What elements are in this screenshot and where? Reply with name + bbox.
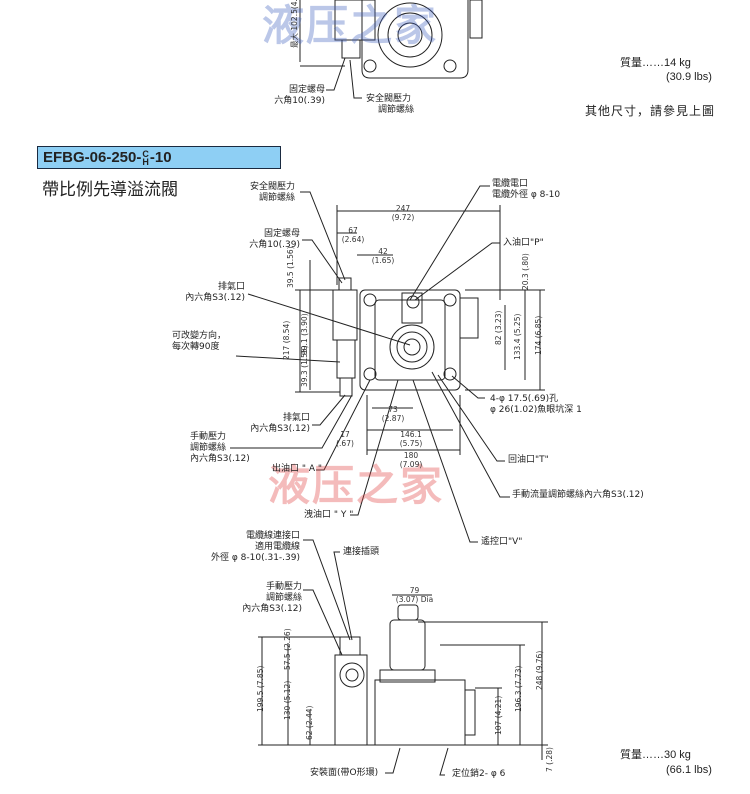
dim-133-4: 133.4 (5.25) (513, 313, 522, 360)
dim-199-5: 199.5 (7.85) (256, 665, 265, 712)
safety-label: 安全閥壓力調節螺絲 (366, 94, 415, 115)
dim-max: 最大 102.5(4.04) (290, 0, 299, 48)
nut-label: 固定螺母六角10(.39) (274, 85, 325, 106)
other-dims-note: 其他尺寸，請參見上圖 (585, 104, 716, 118)
dim-20-3: 20.3 (.80) (521, 253, 530, 290)
dim-62: 62 (2.44) (305, 705, 314, 740)
dim-42: 42(1.65) (371, 247, 395, 265)
mass-lbs: (30.9 lbs) (666, 71, 712, 83)
dim-196-3: 196.3 (7.73) (514, 665, 523, 712)
dim-107: 107 (4.21) (494, 695, 503, 735)
side-view (258, 539, 548, 776)
label-safety: 安全閥壓力調節螺絲 (249, 182, 295, 203)
dim-180: 180(7.09) (399, 451, 423, 469)
label-cable-conn: 電纜線連接口適用電纜線外徑 φ 8-10(.31-.39) (211, 531, 300, 563)
dim-174: 174 (6.85) (534, 315, 543, 355)
label-manual-side: 手動壓力調節螺絲內六角S3(.12) (242, 582, 302, 614)
label-nut: 固定螺母六角10(.39) (249, 229, 300, 250)
label-plug: 連接插頭 (343, 547, 380, 557)
dim-67: 67(2.64) (341, 226, 365, 244)
label-vent: 排氣口內六角S3(.12) (185, 282, 245, 303)
dim-57-5: 57.5 (2.26) (283, 628, 292, 670)
watermark: 液压之家 (268, 461, 445, 510)
label-rotate: 可改變方向，每次轉90度 (172, 331, 227, 352)
label-outlet-a: 出油口 " A " (272, 464, 323, 474)
mass-30kg: 質量……30 kg (620, 749, 691, 761)
label-vent-2: 排氣口內六角S3(.12) (250, 413, 310, 434)
mass-14kg: 質量……14 kg (620, 57, 691, 69)
dim-39-5: 39.5 (1.56) (286, 246, 295, 288)
label-inlet-p: 入油口"P" (503, 238, 544, 248)
mass-lbs-2: (66.1 lbs) (666, 764, 712, 776)
label-remote-v: 遙控口"V" (481, 537, 523, 547)
dim-79-dia: 79(3.07) Dia (395, 586, 434, 604)
label-mount-face: 安裝面(帶O形環) (310, 768, 379, 778)
dim-82: 82 (3.23) (494, 310, 503, 345)
label-manual-pressure: 手動壓力調節螺絲內六角S3(.12) (190, 432, 250, 464)
dim-39-3: 39.3 (1.55) (300, 345, 309, 387)
dim-217: 217 (8.54) (282, 320, 291, 360)
dim-130: 130 (5.12) (283, 680, 292, 720)
dim-17: 17(.67) (336, 430, 354, 448)
product-title: 帶比例先導溢流閥 (42, 180, 178, 200)
top-valve-view (299, 0, 483, 99)
dim-7: 7 (.28) (545, 747, 554, 772)
label-pin: 定位銷2- φ 6 (452, 769, 506, 779)
label-flow-screw: 手動流量調節螺絲內六角S3(.12) (512, 490, 644, 500)
label-drain-y: 洩油口 " Y " (304, 510, 354, 520)
dim-73: 73(2.87) (381, 405, 405, 423)
dim-247: 247(9.72) (391, 204, 415, 222)
label-cable-port: 電纜電口電纜外徑 φ 8-10 (492, 179, 561, 200)
label-return-t: 回油口"T" (508, 455, 549, 465)
dim-146-1: 146.1(5.75) (399, 430, 423, 448)
watermark: 液压之家 (262, 1, 439, 50)
plan-view (230, 185, 545, 543)
dim-248: 248 (9.76) (535, 650, 544, 690)
